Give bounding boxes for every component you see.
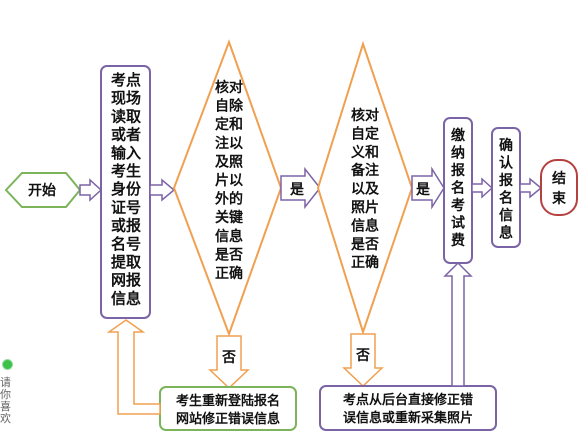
- arrow-yes1: [280, 166, 321, 210]
- decision2-diamond: [316, 40, 414, 336]
- status-dot-icon: [2, 359, 13, 370]
- arrow-no2: [342, 333, 384, 388]
- start-label: 开始: [28, 182, 56, 199]
- step1-text: 考点现场读取或者输入考生身份证号或报名号提取网报信息: [111, 71, 142, 307]
- side-badge[interactable]: 请你喜欢: [0, 357, 14, 437]
- end-text: 结束: [552, 170, 567, 207]
- fix2-line2: 误信息或重新采集照片: [343, 410, 473, 426]
- end-node: [540, 159, 578, 216]
- arrow-step1-to-decision1: [149, 178, 176, 202]
- arrow-fix2-to-pay: [443, 261, 473, 387]
- fix1-line2: 网站修正错误信息: [176, 411, 280, 427]
- yes2-label: 是: [416, 182, 431, 198]
- yes1-label: 是: [290, 182, 305, 198]
- decision1-text: 核对自除定和注以及照片以外的关键信息是否正确: [215, 79, 244, 282]
- arrow-start-to-step1: [79, 178, 103, 202]
- arrow-confirm-to-end: [519, 177, 543, 199]
- confirm-text: 确认报名信息: [499, 137, 514, 242]
- pay-text: 缴纳报名考试费: [451, 127, 466, 249]
- fix1-line1: 考生重新登陆报名: [176, 393, 280, 409]
- arrow-yes2: [411, 166, 445, 210]
- side-badge-text: 请你喜欢: [0, 376, 11, 425]
- arrow-pay-to-confirm: [471, 177, 494, 199]
- no1-label: 否: [221, 350, 236, 366]
- decision1-diamond: [172, 39, 283, 337]
- fix2-box: [319, 385, 497, 431]
- arrow-fix1-to-step1: [106, 319, 161, 415]
- no2-label: 否: [355, 348, 370, 364]
- fix2-line1: 考点从后台直接修正错: [343, 392, 473, 408]
- arrow-no1: [208, 335, 250, 390]
- decision2-text: 核对自定义和备注以及照片信息是否正确: [350, 107, 380, 271]
